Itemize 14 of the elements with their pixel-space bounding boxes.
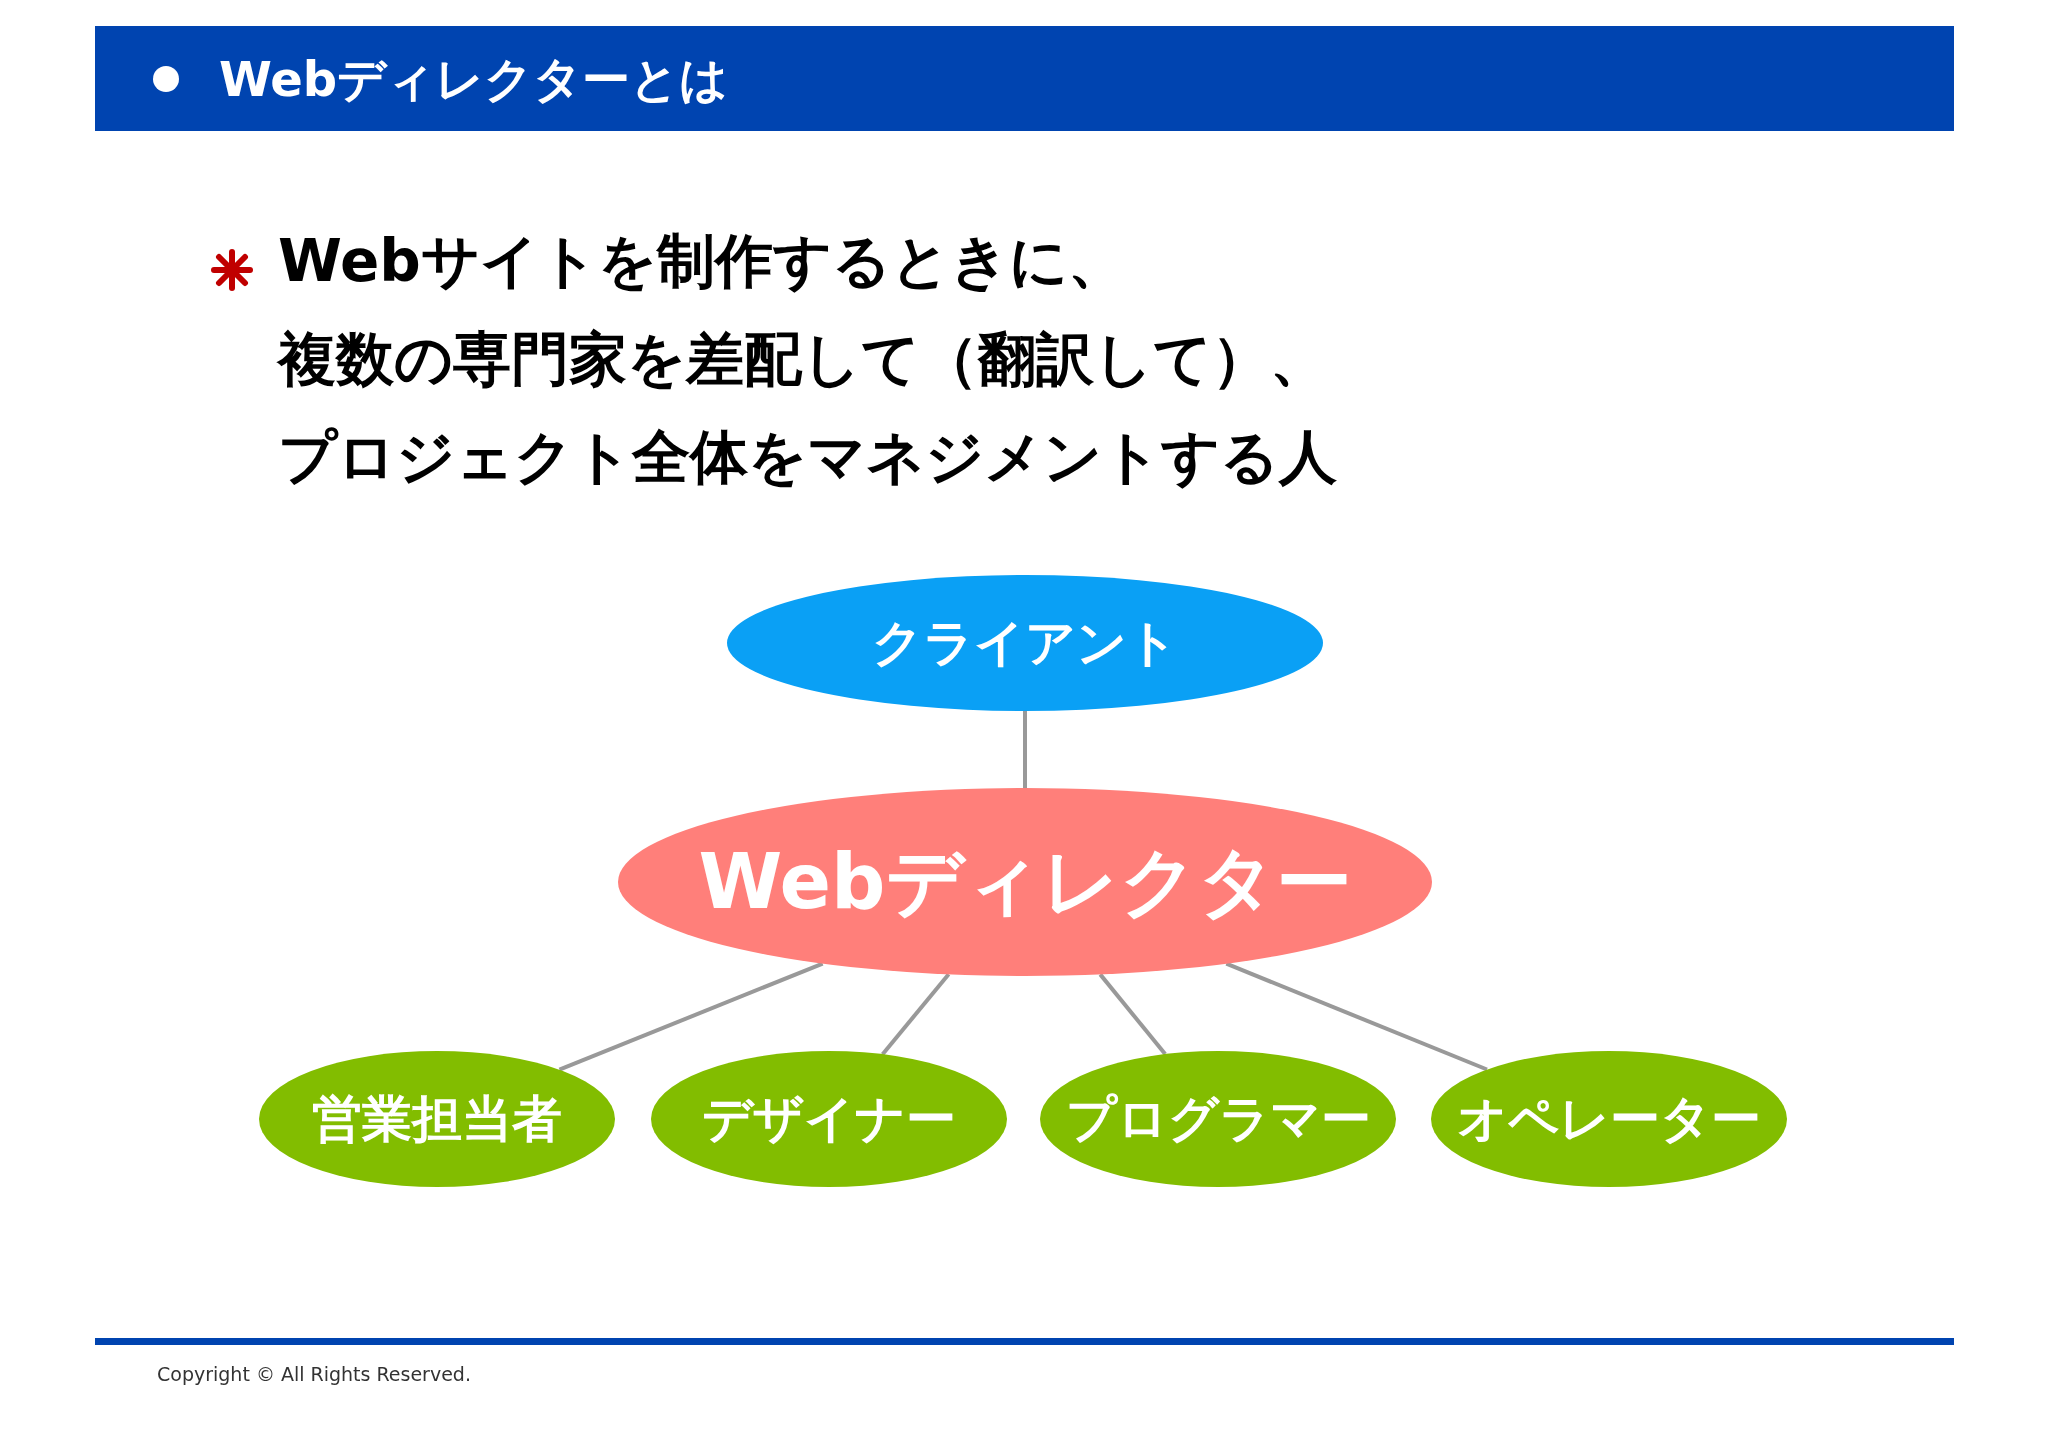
connector-line xyxy=(881,973,951,1056)
ellipse-node: 営業担当者 xyxy=(259,1051,615,1187)
ellipse-node: オペレーター xyxy=(1431,1051,1787,1187)
ellipse-node: デザイナー xyxy=(651,1051,1007,1187)
ellipse-node: クライアント xyxy=(727,575,1323,711)
connector-line xyxy=(1023,711,1027,788)
ellipse-node: プログラマー xyxy=(1040,1051,1396,1187)
connector-line xyxy=(558,961,824,1072)
title: Webディレクターとは xyxy=(219,54,729,103)
connector-line xyxy=(1098,973,1167,1056)
copyright-text: Copyright © All Rights Reserved. xyxy=(157,1362,471,1387)
body-text: 複数の専門家を差配して（翻訳して）、 xyxy=(278,330,1328,388)
connector-line xyxy=(1225,961,1488,1072)
ellipse-node: Webディレクター xyxy=(618,788,1432,976)
